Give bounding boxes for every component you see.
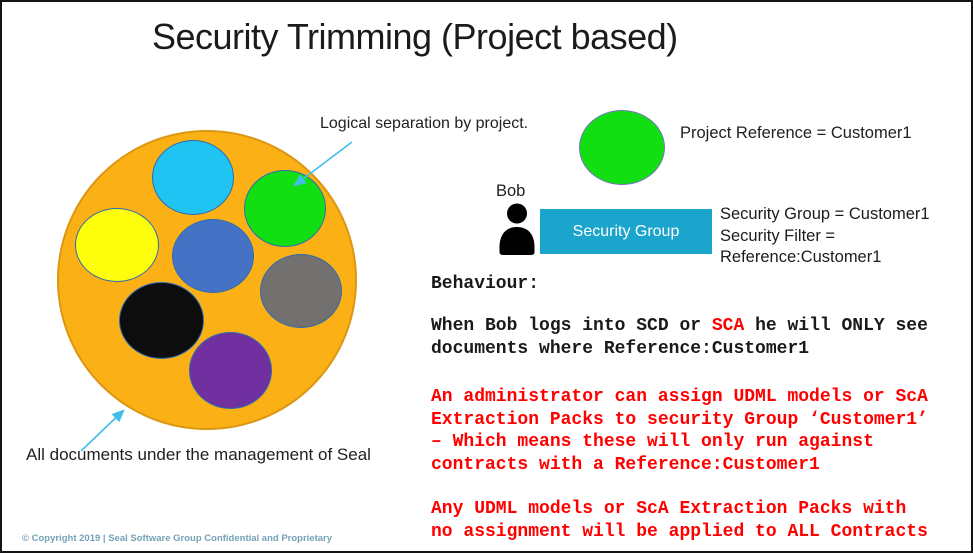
security-detail-line: Security Group = Customer1 [720,205,930,223]
behaviour-paragraph-3: Any UDML models or ScA Extraction Packs … [431,498,928,543]
behaviour-line: Extraction Packs to security Group ‘Cust… [431,409,928,430]
behaviour-paragraph-2: An administrator can assign UDML models … [431,386,928,476]
security-detail-line: Security Filter = [720,226,836,245]
person-icon [499,203,535,255]
security-detail-line: Reference:Customer1 [720,248,882,266]
security-group-label: Security Group [572,222,680,240]
security-details: Security Group = Customer1 Security Filt… [720,204,930,269]
document-circle-gray [260,254,342,328]
behaviour-text: he will ONLY see [744,316,928,336]
behaviour-line: no assignment will be applied to ALL Con… [431,521,928,542]
behaviour-highlight-sca: SCA [711,316,745,336]
behaviour-line: When Bob logs into SCD or SCA he will ON… [431,315,928,338]
behaviour-paragraph-1: When Bob logs into SCD or SCA he will ON… [431,315,928,360]
behaviour-heading: Behaviour: [431,274,540,294]
separation-label: Logical separation by project. [320,115,529,132]
document-circle-purple [189,332,272,409]
user-name-label: Bob [496,182,526,200]
behaviour-line: Any UDML models or ScA Extraction Packs … [431,499,907,519]
behaviour-line: documents where Reference:Customer1 [431,338,810,359]
project-ellipse [579,110,665,185]
slide-title: Security Trimming (Project based) [152,16,678,57]
document-circle-yellow [75,208,159,282]
document-circle-blue [172,219,254,293]
security-group-box: Security Group [540,209,712,254]
all-documents-label: All documents under the management of Se… [26,445,371,464]
document-circle-cyan [152,140,234,215]
behaviour-line: An administrator can assign UDML models … [431,387,928,407]
project-reference-label: Project Reference = Customer1 [680,124,912,142]
document-circle-black [119,282,204,359]
behaviour-line: – Which means these will only run agains… [431,432,874,452]
behaviour-text: When Bob logs into SCD or [431,316,712,336]
document-circle-green [244,170,326,247]
behaviour-line: contracts with a Reference:Customer1 [431,454,820,475]
footer-copyright: © Copyright 2019 | Seal Software Group C… [22,533,333,544]
